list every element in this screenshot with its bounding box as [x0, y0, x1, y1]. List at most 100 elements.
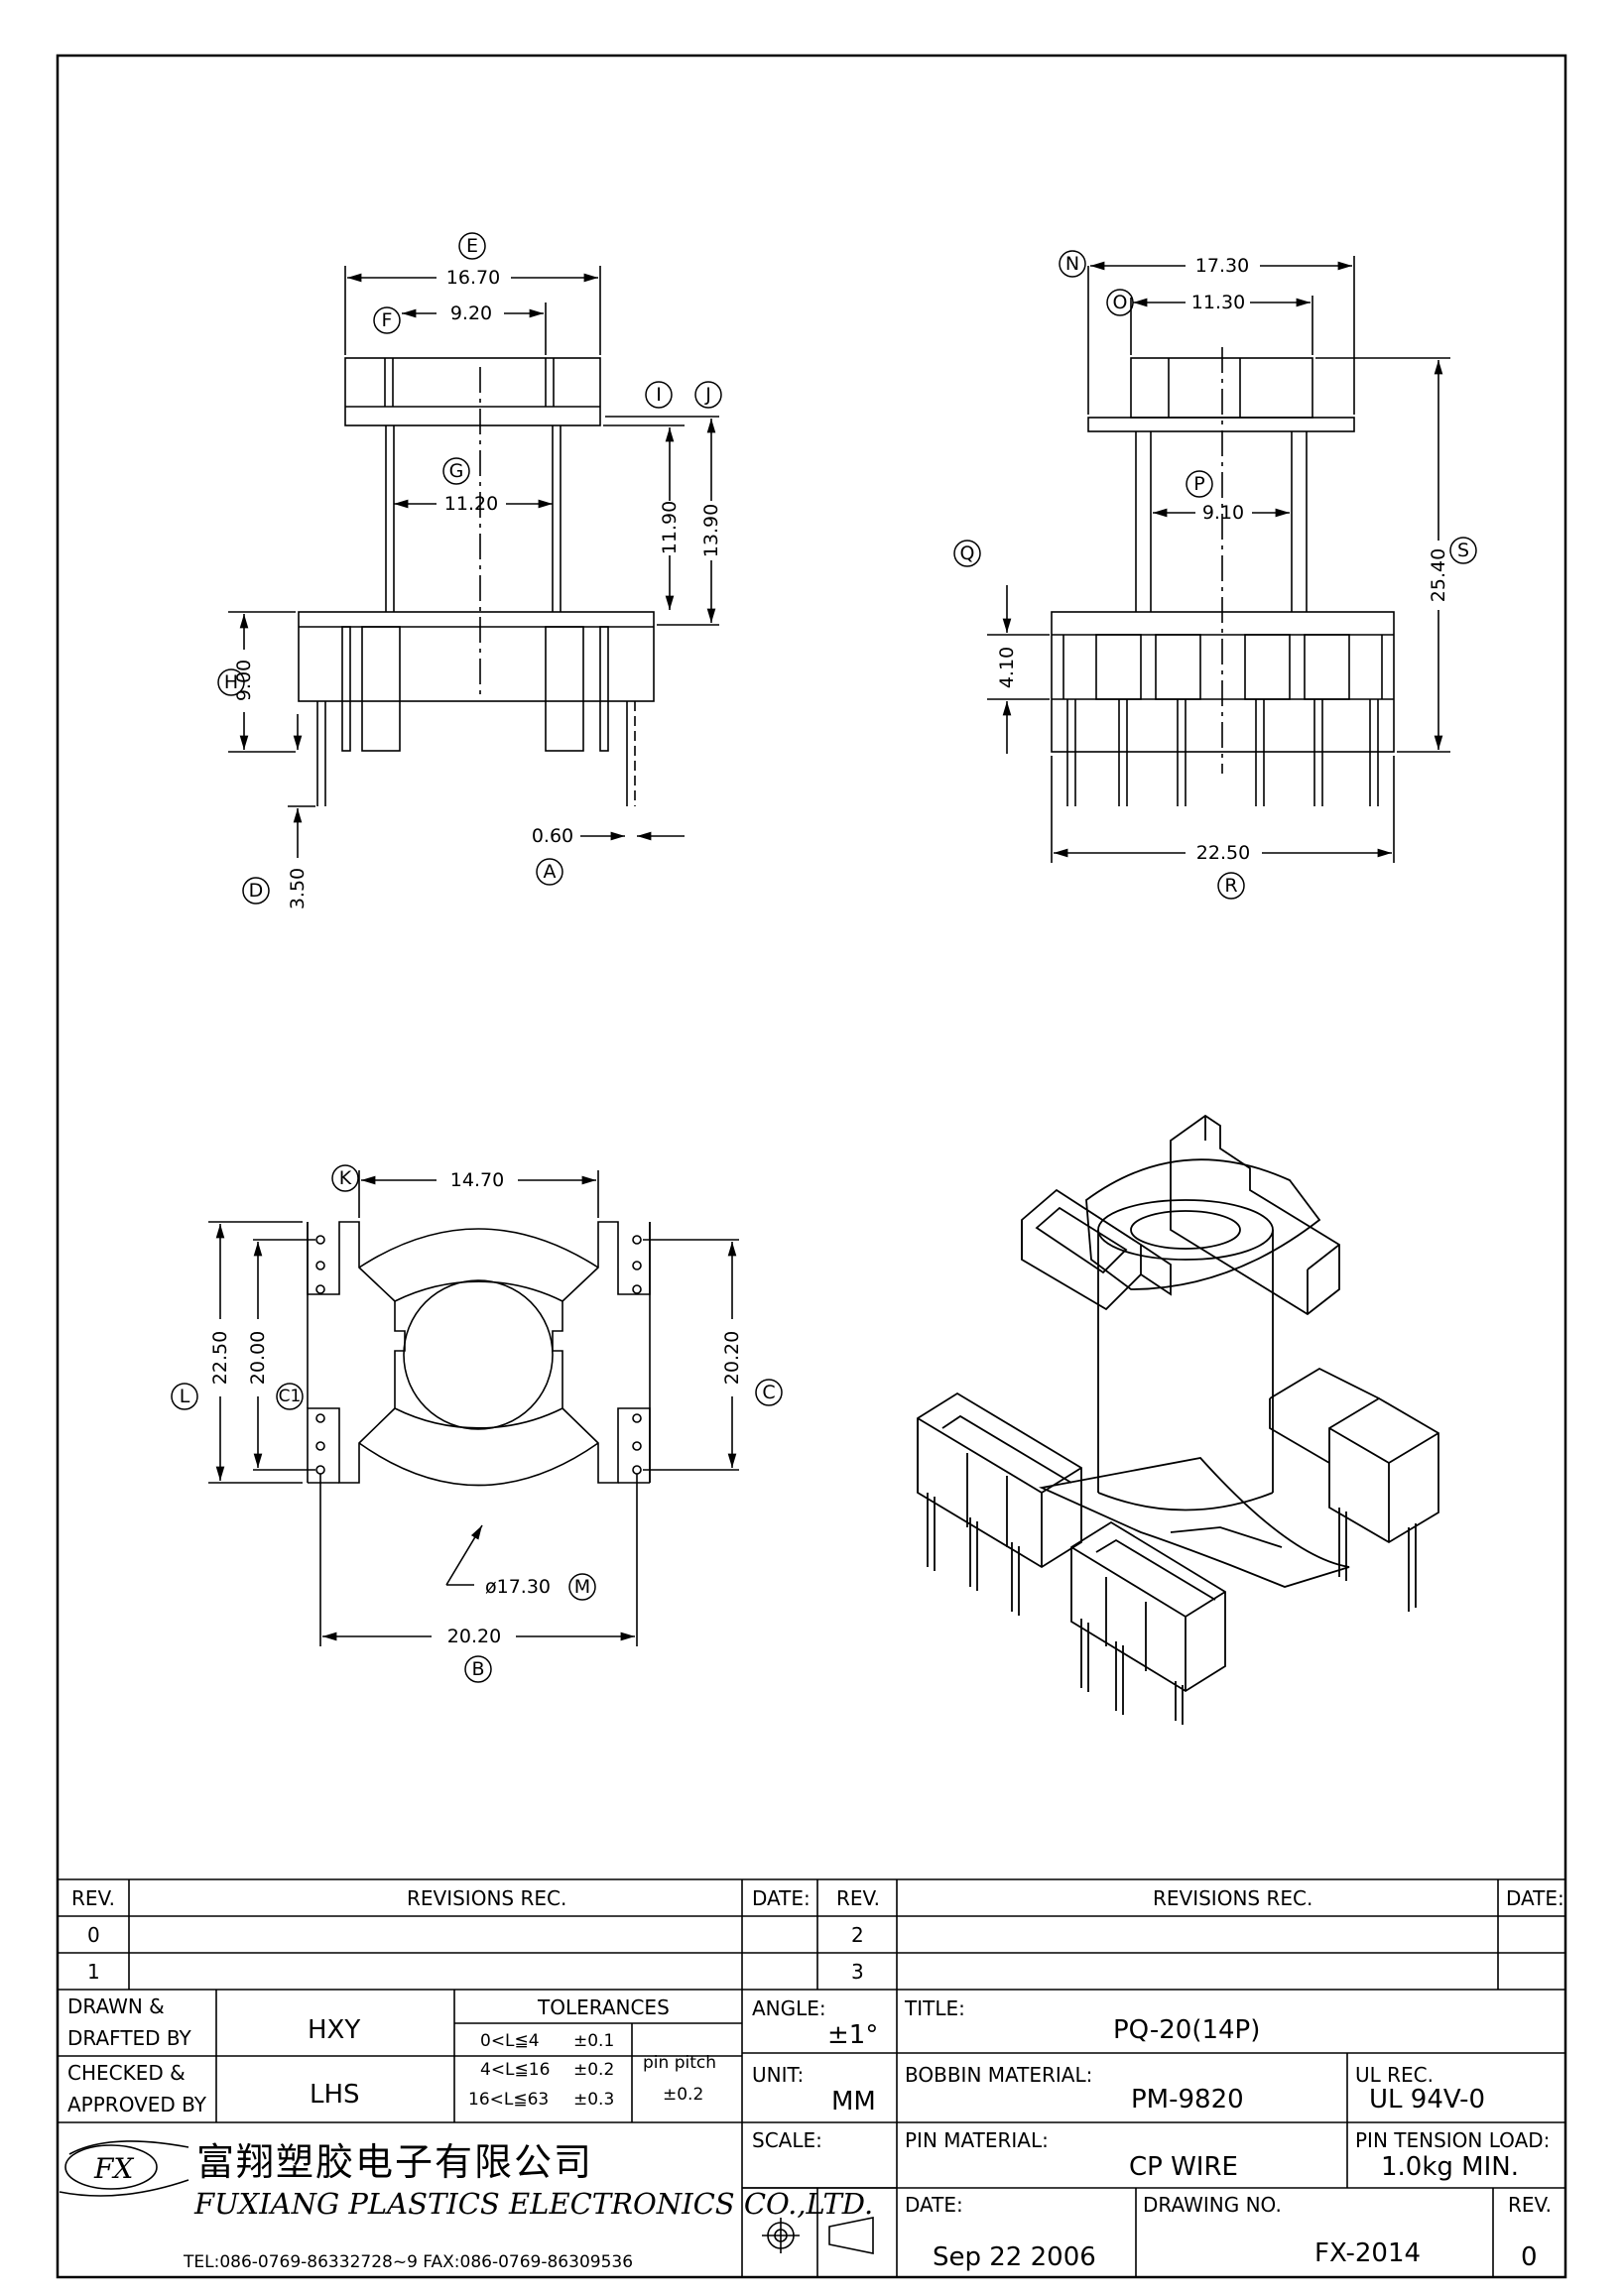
- dim-G: 11.20: [444, 493, 498, 515]
- date-value: Sep 22 2006: [933, 2242, 1096, 2272]
- title-block-text: REV. REVISIONS REC. DATE: REV. REVISIONS…: [67, 1886, 1564, 2272]
- tol-row-3-value: ±0.3: [573, 2090, 614, 2110]
- label-G: G: [449, 460, 464, 482]
- date-header-left: DATE:: [752, 1886, 811, 1910]
- rev-header-left: REV.: [71, 1886, 115, 1910]
- label-B: B: [471, 1658, 484, 1680]
- dim-B: 20.20: [447, 1626, 501, 1647]
- dim-S: 25.40: [1428, 548, 1449, 602]
- ul-rec-label: UL REC.: [1355, 2063, 1434, 2087]
- dim-C: 20.20: [721, 1331, 743, 1385]
- rev-value: 0: [1521, 2242, 1538, 2272]
- title-label: TITLE:: [904, 1996, 965, 2020]
- label-N: N: [1065, 253, 1079, 275]
- drawn-label-1: DRAWN &: [67, 1994, 165, 2018]
- date-header-right: DATE:: [1506, 1886, 1564, 1910]
- unit-value: MM: [831, 2087, 876, 2116]
- pin-material-label: PIN MATERIAL:: [905, 2128, 1049, 2152]
- dim-K: 14.70: [450, 1169, 504, 1191]
- revisions-header-left: REVISIONS REC.: [407, 1886, 566, 1910]
- dim-D: 3.50: [287, 868, 309, 909]
- label-C1: C1: [279, 1387, 302, 1406]
- scale-label: SCALE:: [752, 2128, 822, 2152]
- tolerances-label: TOLERANCES: [537, 1995, 670, 2019]
- pin-tension-label: PIN TENSION LOAD:: [1355, 2128, 1550, 2152]
- bobbin-material-label: BOBBIN MATERIAL:: [905, 2063, 1092, 2087]
- company-name-en: FUXIANG PLASTICS ELECTRONICS CO.,LTD.: [193, 2187, 873, 2221]
- company-contact: TEL:086-0769-86332728~9 FAX:086-0769-863…: [183, 2252, 633, 2272]
- label-D: D: [249, 880, 264, 902]
- dim-H: 9.00: [233, 660, 255, 701]
- dim-P: 9.10: [1202, 502, 1244, 524]
- label-P: P: [1193, 473, 1204, 495]
- dim-E: 16.70: [446, 267, 500, 289]
- tol-row-2-value: ±0.2: [573, 2060, 614, 2080]
- checked-label-2: APPROVED BY: [67, 2093, 207, 2116]
- dim-I: 11.90: [659, 501, 681, 554]
- dim-F: 9.20: [450, 302, 492, 324]
- title-value: PQ-20(14P): [1113, 2015, 1260, 2045]
- logo-text: FX: [93, 2152, 134, 2185]
- drawn-value: HXY: [308, 2015, 360, 2045]
- pin-tension-value: 1.0kg MIN.: [1381, 2152, 1519, 2182]
- rev-2: 2: [851, 1923, 864, 1947]
- side-view: [987, 256, 1450, 863]
- drawing-no-value: FX-2014: [1314, 2238, 1421, 2268]
- label-A: A: [544, 861, 557, 883]
- label-K: K: [339, 1167, 352, 1189]
- checked-label-1: CHECKED &: [67, 2061, 186, 2085]
- dim-A: 0.60: [532, 825, 573, 847]
- company-name-cn: 富翔塑胶电子有限公司: [196, 2140, 593, 2184]
- pin-pitch-value: ±0.2: [663, 2085, 703, 2105]
- pin-material-value: CP WIRE: [1129, 2152, 1238, 2182]
- tol-row-1-range: 0<L≦4: [480, 2031, 540, 2051]
- dim-N: 17.30: [1195, 255, 1249, 277]
- tol-row-3-range: 16<L≦63: [468, 2090, 549, 2110]
- rev-3: 3: [851, 1960, 864, 1984]
- date-label: DATE:: [905, 2193, 963, 2217]
- rev-label: REV.: [1508, 2193, 1552, 2217]
- label-M: M: [574, 1576, 590, 1598]
- revisions-header-right: REVISIONS REC.: [1153, 1886, 1312, 1910]
- label-Q: Q: [960, 543, 975, 564]
- drawing-no-label: DRAWING NO.: [1143, 2193, 1282, 2217]
- rev-header-right: REV.: [836, 1886, 880, 1910]
- ul-rec-value: UL 94V-0: [1369, 2085, 1485, 2115]
- dim-Q: 4.10: [996, 647, 1018, 688]
- tol-row-1-value: ±0.1: [573, 2031, 614, 2051]
- dim-M: ø17.30: [485, 1576, 551, 1598]
- bottom-view: [208, 1170, 739, 1646]
- dim-C1: 20.00: [247, 1331, 269, 1385]
- checked-value: LHS: [310, 2080, 360, 2110]
- label-R: R: [1224, 875, 1237, 897]
- label-C: C: [762, 1382, 775, 1403]
- pin-pitch-label: pin pitch: [643, 2053, 716, 2073]
- label-E: E: [466, 235, 478, 257]
- sheet-border: [56, 54, 1567, 2279]
- front-view: [228, 266, 719, 858]
- angle-value: ±1°: [827, 2020, 878, 2050]
- isometric-view: [917, 1114, 1439, 1725]
- rev-0: 0: [87, 1923, 100, 1947]
- label-H: H: [224, 671, 238, 693]
- label-F: F: [382, 309, 393, 331]
- dim-L: 22.50: [209, 1331, 231, 1385]
- label-O: O: [1113, 292, 1128, 313]
- label-S: S: [1457, 540, 1469, 561]
- dimension-labels: E F G I J H D A N O P Q S R K L C1 C B M…: [171, 232, 1477, 1683]
- dim-J: 13.90: [700, 504, 722, 557]
- label-I: I: [656, 384, 662, 406]
- drawn-label-2: DRAFTED BY: [67, 2026, 192, 2050]
- label-J: J: [704, 384, 711, 406]
- unit-label: UNIT:: [752, 2063, 804, 2087]
- tol-row-2-range: 4<L≦16: [480, 2060, 550, 2080]
- rev-1: 1: [87, 1960, 100, 1984]
- company-logo: [64, 2144, 158, 2190]
- angle-label: ANGLE:: [752, 1996, 826, 2020]
- label-L: L: [180, 1386, 190, 1407]
- dim-R: 22.50: [1196, 842, 1250, 864]
- dim-O: 11.30: [1191, 292, 1245, 313]
- bobbin-material-value: PM-9820: [1131, 2085, 1244, 2115]
- title-block: [58, 1878, 1565, 2277]
